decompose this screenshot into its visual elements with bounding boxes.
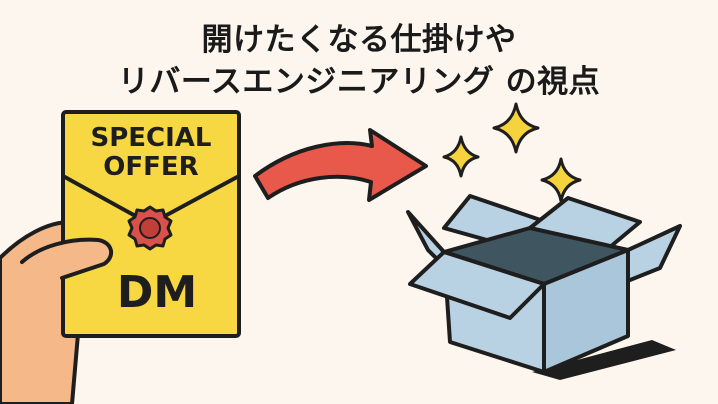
- envelope-headline-2: OFFER: [103, 152, 198, 182]
- open-box-icon: [406, 194, 682, 380]
- sparkle-icon: [442, 102, 582, 203]
- arrow-icon: [253, 128, 428, 202]
- wax-seal-icon: [127, 205, 173, 251]
- title-line-2: リバースエンジニアリング の視点: [117, 64, 601, 100]
- envelope-label: DM: [117, 267, 197, 318]
- hand-thumb: [20, 237, 114, 280]
- title-line-1: 開けたくなる仕掛けや: [201, 22, 517, 58]
- envelope-headline-1: SPECIAL: [91, 123, 212, 153]
